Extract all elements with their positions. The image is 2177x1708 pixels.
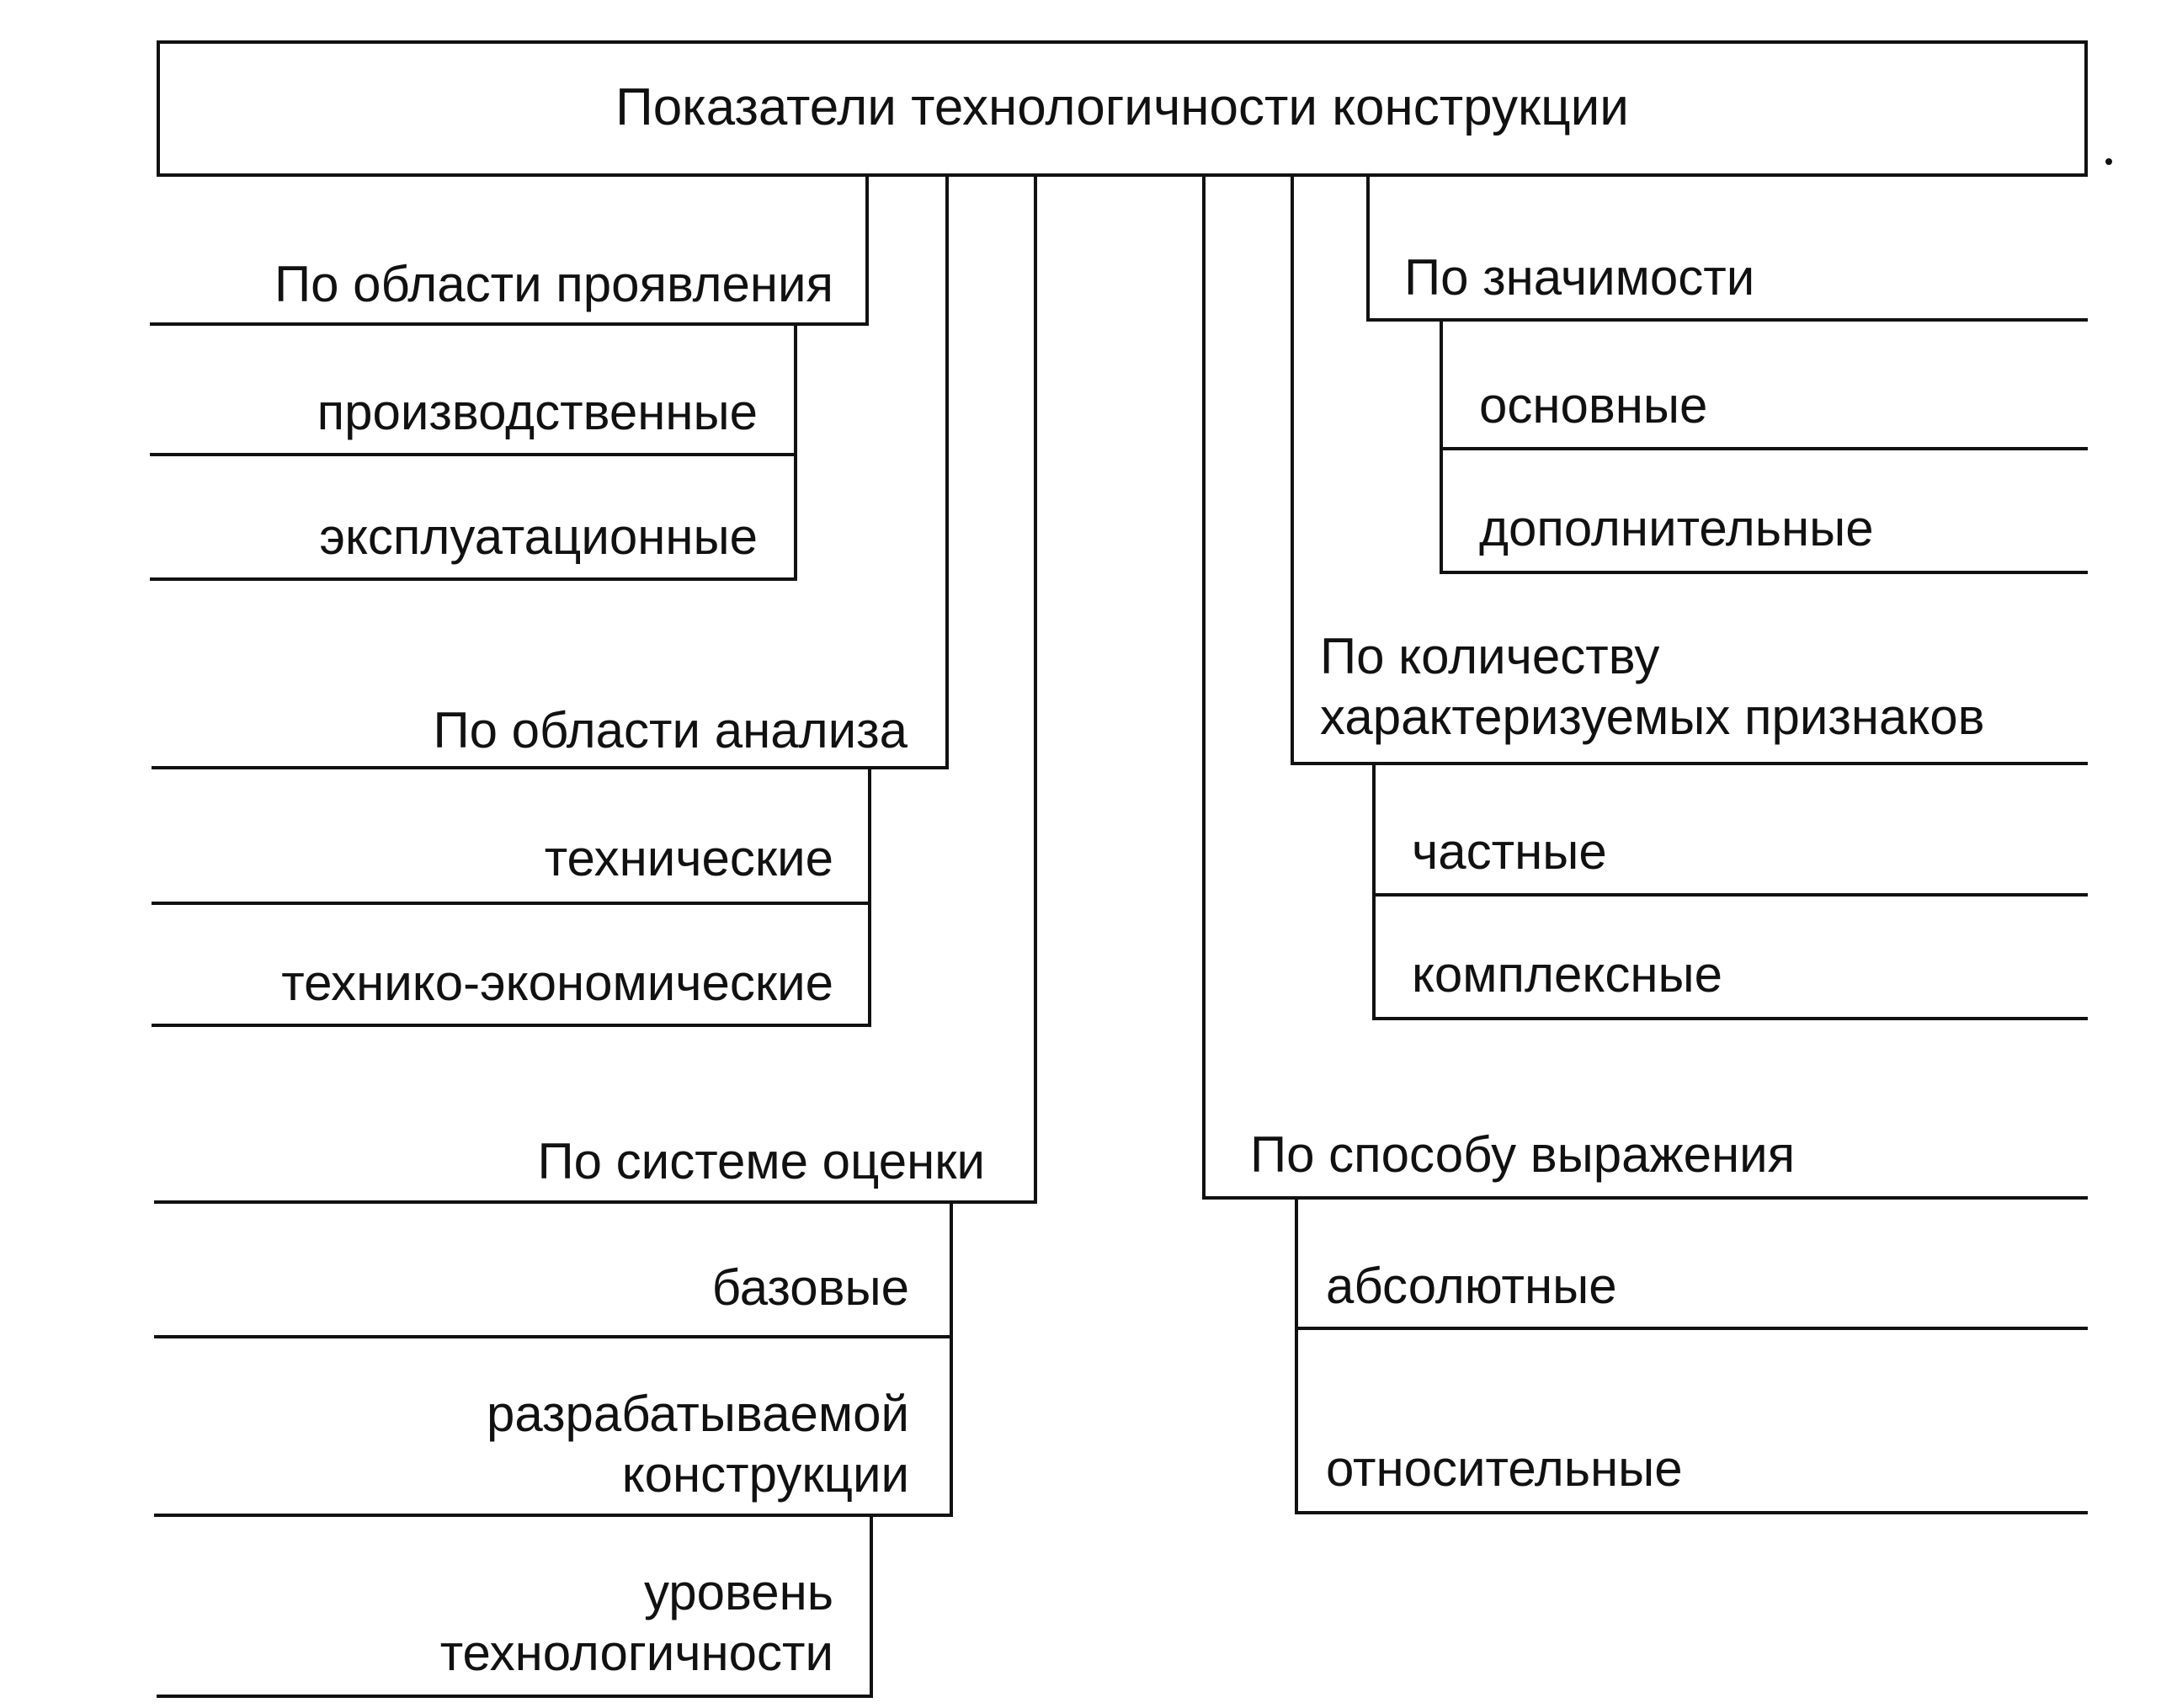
item-partial: частные <box>1412 823 1607 880</box>
item-additional: дополнительные <box>1479 500 1874 556</box>
item-level-line2: технологичности <box>440 1625 833 1681</box>
group-label-analysis: По области анализа <box>433 702 908 758</box>
item-level-line1: уровень <box>644 1564 833 1620</box>
group-label-significance: По значимости <box>1404 249 1754 306</box>
item-operational: эксплуатационные <box>319 508 758 565</box>
item-technical: технические <box>545 830 833 886</box>
item-absolute: абсолютные <box>1326 1258 1617 1314</box>
item-main: основные <box>1479 377 1707 434</box>
item-developed-line2: конструкции <box>622 1446 909 1503</box>
connector-evaluation <box>154 173 1037 1204</box>
connector-manifestation <box>150 173 869 326</box>
group-label-features-line1: По количеству <box>1320 628 1659 684</box>
item-base: базовые <box>712 1259 909 1316</box>
item-production: производственные <box>317 384 758 440</box>
item-developed-line1: разрабатываемой <box>487 1386 909 1442</box>
item-tech-economic: технико-экономические <box>281 955 833 1011</box>
connector-expression <box>1202 173 2088 1200</box>
group-label-manifestation: По области проявления <box>274 256 833 312</box>
group-label-features-line2: характеризуемых признаков <box>1320 689 1985 745</box>
connector-significance <box>1366 173 2088 322</box>
group-label-expression: По способу выражения <box>1250 1126 1795 1183</box>
print-speck <box>2105 158 2112 165</box>
root-box <box>157 40 2088 177</box>
connector-features <box>1291 173 2088 765</box>
diagram-title: Показатели технологичности конструкции <box>615 78 1629 136</box>
connector-analysis <box>152 173 949 769</box>
item-complex: комплексные <box>1412 946 1722 1003</box>
item-relative: относительные <box>1326 1440 1683 1497</box>
group-label-evaluation: По системе оценки <box>538 1133 985 1189</box>
